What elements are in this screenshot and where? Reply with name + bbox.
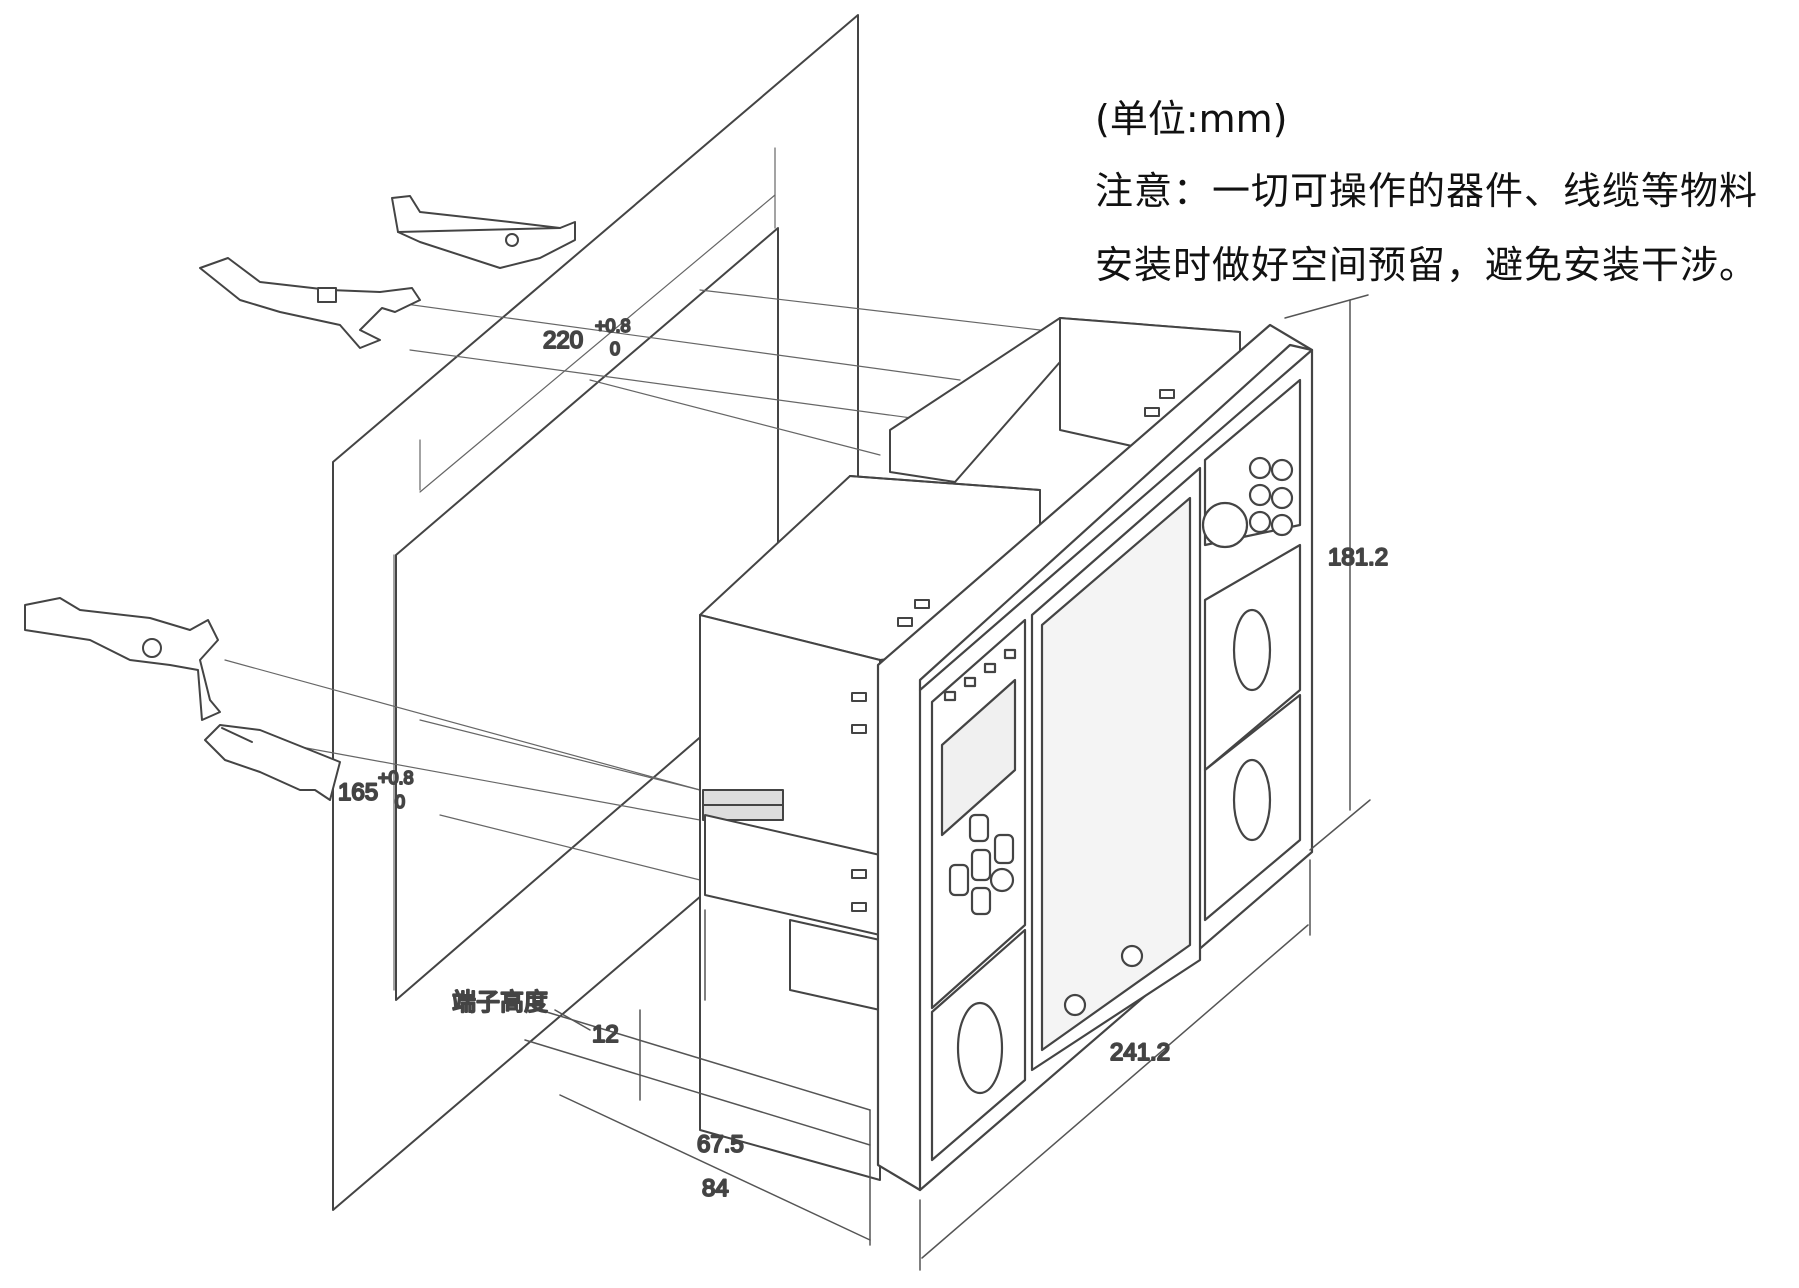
cutout-height-tol-lower: 0 — [395, 792, 405, 812]
rotary-switch — [1201, 501, 1249, 549]
cutout-width-tol-upper: +0.8 — [595, 316, 631, 336]
main-display — [1040, 496, 1192, 1052]
depth-rear-value: 67.5 — [697, 1131, 744, 1158]
projection-lines — [224, 147, 1041, 991]
cutout-width-tol-lower: 0 — [610, 339, 620, 359]
cutout-width-value: 220 — [543, 327, 583, 354]
unit-note: (单位:mm) — [1095, 97, 1288, 141]
clip-icon — [24, 195, 576, 801]
caution-note-line2: 安装时做好空间预留，避免安装干涉。 — [1095, 243, 1759, 287]
device-front-panel — [876, 323, 1314, 1192]
terminal-height-value: 12 — [592, 1021, 619, 1048]
caution-note-line1: 注意：一切可操作的器件、线缆等物料 — [1095, 169, 1759, 213]
depth-total-value: 84 — [702, 1175, 729, 1202]
cutout-height-tol-upper: +0.8 — [378, 768, 414, 788]
lcd-screen — [940, 678, 1017, 837]
dimension-lines — [524, 294, 1371, 1271]
cutout-height-value: 165 — [338, 779, 378, 806]
terminal-height-label: 端子高度 — [452, 988, 548, 1016]
overall-height-value: 181.2 — [1328, 544, 1388, 571]
overall-width-value: 241.2 — [1110, 1039, 1170, 1066]
